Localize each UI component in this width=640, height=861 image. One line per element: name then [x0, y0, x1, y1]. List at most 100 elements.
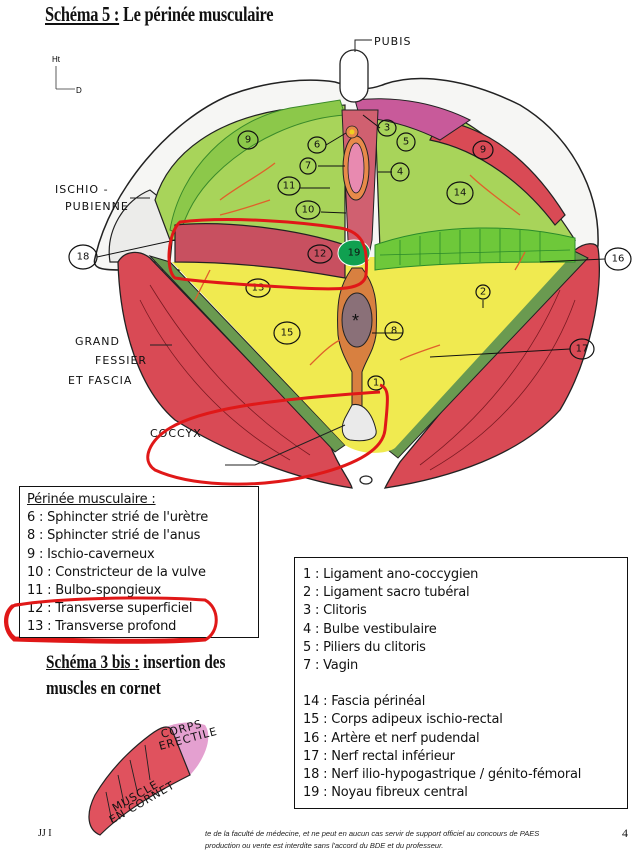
legend-item: 8 : Sphincter strié de l'anus [27, 528, 201, 544]
vagina [347, 142, 365, 194]
highlight-coccyx-loop [146, 383, 389, 486]
legend-num: 13 [27, 619, 44, 635]
subtitle-prefix: Schéma 3 bis : [46, 652, 140, 673]
gluteus-fibers [139, 284, 576, 471]
anus [341, 292, 373, 348]
legend-item: 4 : Bulbe vestibulaire [303, 621, 437, 637]
legend-label: Vagin [323, 658, 359, 674]
legend-label: Constricteur de la vulve [55, 564, 206, 580]
callout-num-15: 15 [281, 328, 294, 339]
coccyx-bone [341, 403, 377, 442]
legend-item: 17 : Nerf rectal inférieur [303, 748, 455, 764]
legend-num: 5 [303, 639, 312, 655]
callout-13 [245, 278, 271, 298]
legend-item: 6 : Sphincter strié de l'urètre [27, 510, 209, 526]
nerve-arrows [194, 162, 526, 366]
legend-item: 9 : Ischio-caverneux [27, 546, 155, 562]
legend-num: 2 [303, 585, 312, 601]
legend-num: 11 [27, 583, 44, 599]
legend-label: Ischio-caverneux [47, 546, 155, 562]
callout-14 [446, 181, 474, 205]
legend-item: 19 : Noyau fibreux central [303, 785, 468, 801]
legend-label: Corps adipeux ischio-rectal [331, 712, 503, 728]
legend-label: Fascia périnéal [331, 694, 426, 710]
urethra [349, 129, 355, 135]
legend-num: 8 [27, 528, 36, 544]
legend-num: 12 [27, 601, 44, 617]
callout-num-8: 8 [391, 326, 397, 337]
gluteus-left [117, 251, 353, 489]
label-ischio-pubienne-2: PUBIENNE [65, 200, 129, 213]
transverse-superficial-muscle [174, 223, 346, 279]
legend-num: 18 [303, 767, 320, 783]
legend-num: 15 [303, 712, 320, 728]
callout-num-1: 1 [373, 378, 379, 389]
anus-star-icon: * [352, 311, 359, 331]
legend-label: Artère et nerf pudendal [331, 730, 480, 746]
legend-item: 10 : Constricteur de la vulve [27, 564, 206, 580]
callout-num-7: 7 [305, 161, 311, 172]
label-grand-fessier-3: ET FASCIA [68, 374, 132, 387]
legend-label: Nerf ilio-hypogastrique / génito-fémoral [331, 767, 582, 783]
legend-item: 14 : Fascia périnéal [303, 694, 426, 710]
footer-disclaimer-line1: te de la faculté de médecine, et ne peut… [205, 829, 540, 838]
pubis-leader [354, 39, 372, 52]
footer-disclaimer: te de la faculté de médecine, et ne peut… [205, 828, 539, 852]
legend-item: 5 : Piliers du clitoris [303, 639, 426, 655]
legend-num: 3 [303, 603, 312, 619]
highlight-transverse-loop [167, 218, 368, 291]
ischiocavernosus-right [429, 119, 566, 226]
callout-3 [377, 119, 397, 137]
subtitle: Schéma 3 bis : insertion des muscles en … [46, 650, 262, 702]
footer-author: JJ I [38, 828, 52, 839]
callout-num-14: 14 [454, 188, 467, 199]
legend-num: 16 [303, 730, 320, 746]
ischiocavernosus-left [169, 99, 346, 236]
orientation-axis: Ht D [52, 55, 82, 95]
legend-label: Ligament ano-coccygien [323, 567, 479, 582]
legend-label: Ligament sacro tubéral [323, 585, 470, 601]
callout-5 [396, 132, 416, 152]
legend-item: 3 : Clitoris [303, 603, 367, 619]
callout-num-17: 17 [576, 344, 589, 355]
callout-num-9-left: 9 [245, 135, 251, 146]
callout-2 [475, 284, 491, 300]
page-number: 4 [622, 826, 628, 840]
callout-num-6: 6 [314, 140, 320, 151]
callout-num-16: 16 [612, 254, 625, 265]
pubis-bone [339, 49, 369, 103]
title-text: Le périnée musculaire [119, 2, 274, 26]
callout-15 [273, 321, 301, 345]
central-tendon [337, 239, 371, 267]
transverse-right-fibers [379, 229, 571, 265]
callout-numbers: 9 6 7 11 10 3 5 4 9 14 12 19 13 15 8 1 2… [77, 123, 625, 389]
legend-item: 16 : Artère et nerf pudendal [303, 730, 480, 746]
label-grand-fessier-2: FESSIER [95, 354, 147, 367]
callout-leaders [96, 114, 606, 358]
orientation-up-label: Ht [52, 55, 61, 64]
legend-num: 10 [27, 564, 44, 580]
callout-num-13: 13 [252, 283, 265, 294]
legend-label: Nerf rectal inférieur [331, 748, 455, 764]
subtitle-text: insertion des muscles en cornet [46, 652, 226, 699]
coccyx-leader [225, 424, 346, 466]
legend-num: 14 [303, 694, 320, 710]
callout-11 [277, 176, 301, 196]
legend-num: 6 [27, 510, 36, 526]
label-coccyx: COCCYX [150, 427, 202, 440]
callout-9-right [472, 140, 494, 160]
legend-item: 18 : Nerf ilio-hypogastrique / génito-fé… [303, 767, 582, 783]
callout-9-left [237, 130, 259, 150]
cornet-fibers [105, 744, 151, 823]
title-prefix: Schéma 5 : [45, 2, 120, 26]
legend-label: Bulbe vestibulaire [323, 621, 437, 637]
cornet-muscle [88, 726, 191, 836]
callout-num-12: 12 [314, 249, 327, 260]
legend-item: 2 : Ligament sacro tubéral [303, 585, 470, 601]
callout-num-4: 4 [397, 167, 403, 178]
callout-num-2: 2 [480, 287, 486, 298]
legend-label: Transverse profond [55, 619, 177, 635]
legend-label: Piliers du clitoris [323, 639, 426, 655]
callout-num-10: 10 [302, 205, 315, 216]
